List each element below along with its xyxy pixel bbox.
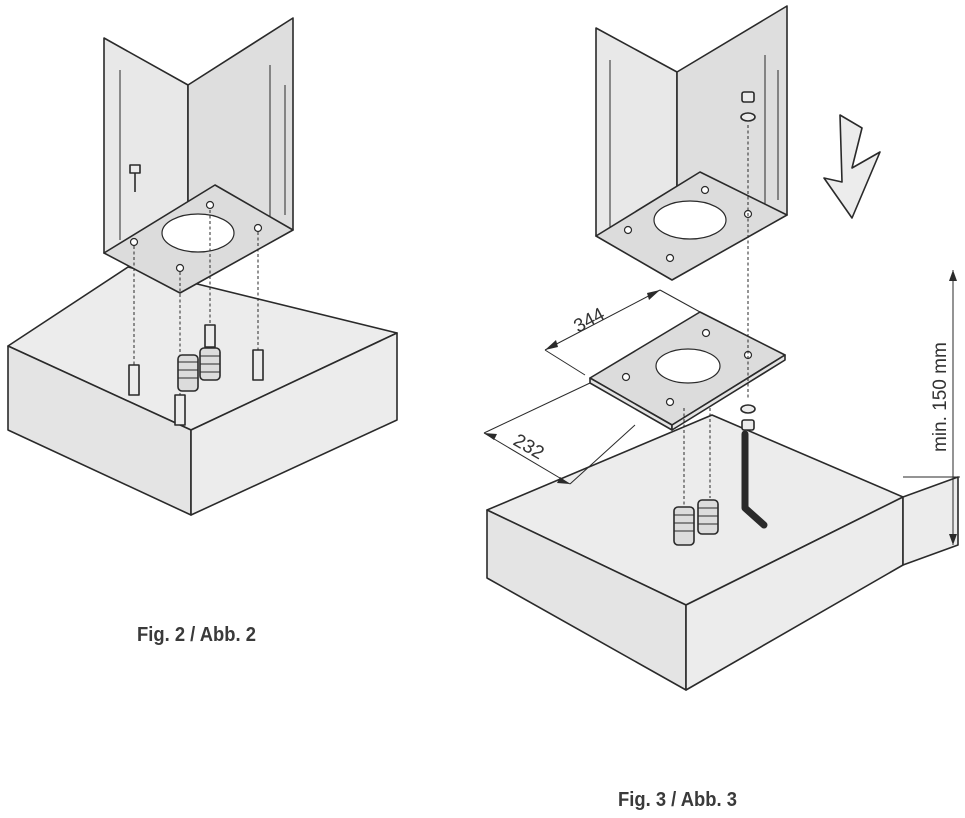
fig3-foundation-block <box>486 414 959 691</box>
fig3-base-plate <box>589 311 786 431</box>
fig3-down-arrow <box>823 114 881 219</box>
fig3-post <box>595 5 788 281</box>
fig2-post <box>103 17 294 294</box>
fig2-foundation-block <box>7 266 398 516</box>
fig2-drawing <box>7 17 398 516</box>
fig3-drawing: 344 232 min. 150 mm <box>483 5 960 691</box>
fig3-caption: Fig. 3 / Abb. 3 <box>618 789 737 811</box>
dimension-min-150mm: min. 150 mm <box>903 270 960 545</box>
fig3-top-nut <box>740 91 756 122</box>
fig3-anchors <box>673 499 719 546</box>
fig2-caption: Fig. 2 / Abb. 2 <box>137 624 256 646</box>
fig3-anchor-rod <box>741 430 768 529</box>
dimension-344-label: 344 <box>570 304 608 338</box>
fig3-alignment-lines <box>683 125 749 505</box>
fig3-bottom-nut <box>740 404 756 431</box>
dimension-232-label: 232 <box>510 430 548 464</box>
fig2-bolt <box>129 164 141 192</box>
dimension-min-150mm-label: min. 150 mm <box>930 342 951 452</box>
fig2-anchors <box>128 324 264 426</box>
